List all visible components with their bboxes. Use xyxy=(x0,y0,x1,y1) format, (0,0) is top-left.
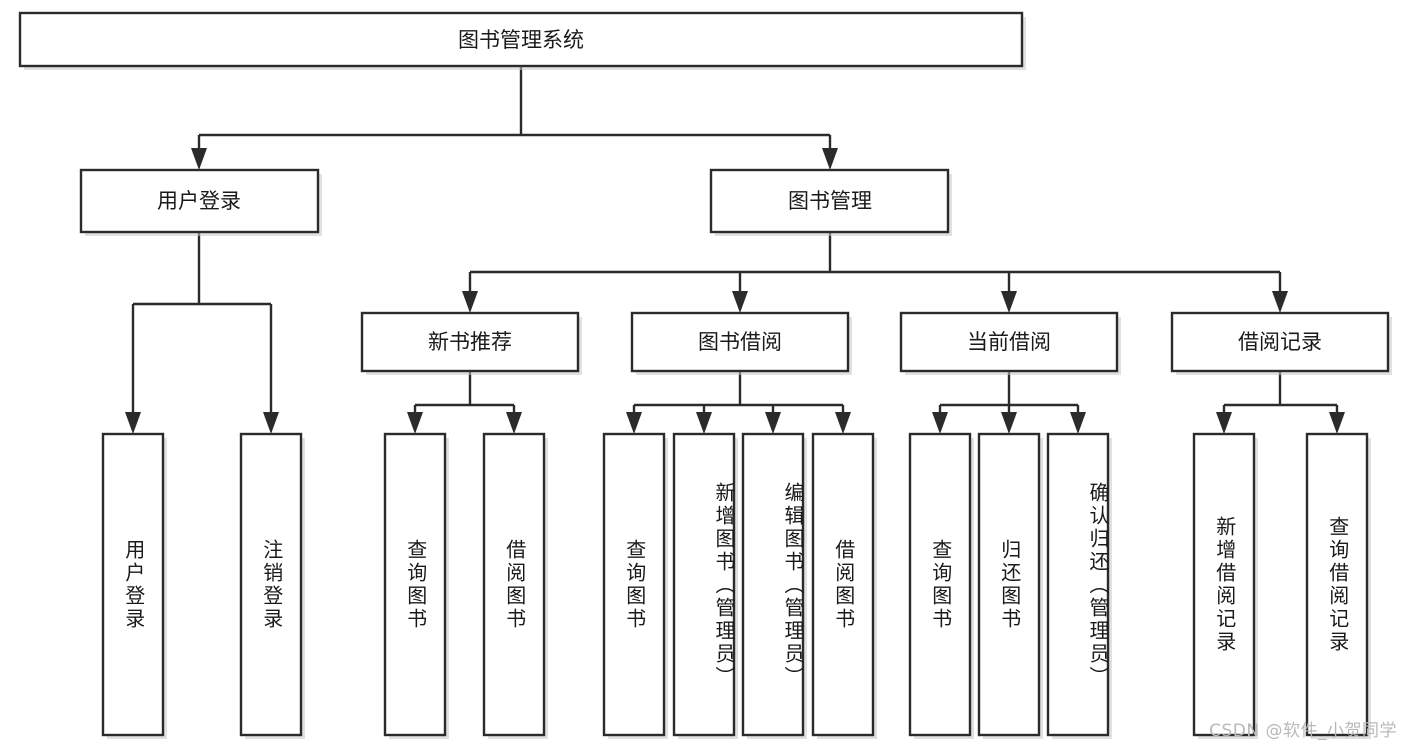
arrowhead-leaf-borrow-book-2 xyxy=(835,412,851,434)
node-book-manage-label: 图书管理 xyxy=(788,189,872,213)
node-root-label: 图书管理系统 xyxy=(458,28,584,52)
arrowhead-leaf-add-book xyxy=(696,412,712,434)
node-leaf-query-book-3[interactable] xyxy=(908,432,972,737)
node-book-borrow-label: 图书借阅 xyxy=(698,330,782,354)
node-new-book-rec-label: 新书推荐 xyxy=(428,330,512,354)
node-user-login[interactable] xyxy=(79,168,320,234)
arrowhead-leaf-confirm-return xyxy=(1070,412,1086,434)
arrowhead-leaf-query-book-3 xyxy=(932,412,948,434)
arrowhead-leaf-query-book-2 xyxy=(626,412,642,434)
node-borrow-record[interactable] xyxy=(1170,311,1390,373)
node-leaf-edit-book[interactable] xyxy=(741,432,805,737)
node-leaf-borrow-book-2[interactable] xyxy=(811,432,875,737)
arrowhead-leaf-add-record xyxy=(1216,412,1232,434)
node-leaf-add-record[interactable] xyxy=(1192,432,1256,737)
arrowhead-current-borrow xyxy=(1001,291,1017,313)
arrowhead-leaf-user-login xyxy=(125,412,141,434)
node-user-login-label: 用户登录 xyxy=(157,189,241,213)
node-layer: 图书管理系统 用户登录 图书管理 新书推荐 图书借阅 当前借阅 借阅记录 xyxy=(18,11,1392,739)
node-leaf-add-book[interactable] xyxy=(672,432,736,737)
node-book-manage[interactable] xyxy=(709,168,950,234)
node-root[interactable] xyxy=(18,11,1024,68)
arrowhead-book-borrow xyxy=(732,291,748,313)
node-leaf-query-book-2[interactable] xyxy=(602,432,666,737)
node-leaf-confirm-return[interactable] xyxy=(1046,432,1110,737)
connector-layer xyxy=(125,66,1345,434)
node-leaf-borrow-book-1[interactable] xyxy=(482,432,546,737)
arrowhead-user-login xyxy=(191,148,207,170)
arrowhead-book-manage xyxy=(822,148,838,170)
node-leaf-user-login[interactable] xyxy=(101,432,165,737)
arrowhead-leaf-query-record xyxy=(1329,412,1345,434)
node-leaf-query-record[interactable] xyxy=(1305,432,1369,737)
node-leaf-user-logout[interactable] xyxy=(239,432,303,737)
arrowhead-new-book-rec xyxy=(462,291,478,313)
node-current-borrow[interactable] xyxy=(899,311,1119,373)
csdn-watermark: CSDN @软件_小贺同学 xyxy=(1209,721,1397,741)
node-leaf-return-book[interactable] xyxy=(977,432,1041,737)
node-book-borrow[interactable] xyxy=(630,311,850,373)
node-current-borrow-label: 当前借阅 xyxy=(967,330,1051,354)
arrowhead-leaf-borrow-book-1 xyxy=(506,412,522,434)
arrowhead-leaf-query-book-1 xyxy=(407,412,423,434)
arrowhead-leaf-return-book xyxy=(1001,412,1017,434)
arrowhead-leaf-edit-book xyxy=(765,412,781,434)
arrowhead-borrow-record xyxy=(1272,291,1288,313)
node-borrow-record-label: 借阅记录 xyxy=(1238,330,1322,354)
node-leaf-query-book-1[interactable] xyxy=(383,432,447,737)
arrowhead-leaf-user-logout xyxy=(263,412,279,434)
node-new-book-rec[interactable] xyxy=(360,311,580,373)
